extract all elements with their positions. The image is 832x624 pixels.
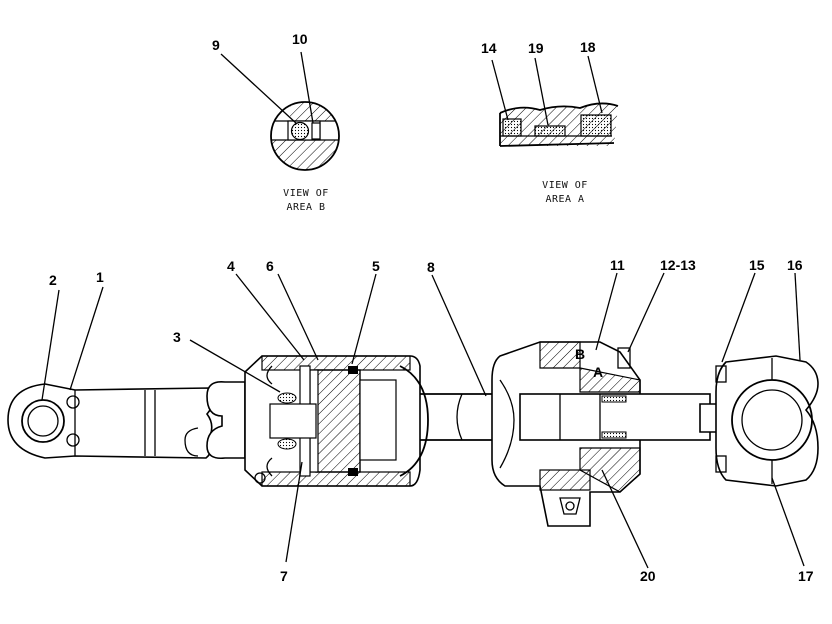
callout-10: 10 [292, 31, 308, 47]
piston-section: 3 4 6 5 7 [173, 258, 429, 584]
callout-9: 9 [212, 37, 220, 53]
callout-3: 3 [173, 329, 181, 345]
seal-14 [502, 118, 522, 137]
callout-5: 5 [372, 258, 380, 274]
detail-view-area-b: 9 10 VIEW OF AREA B [212, 31, 340, 213]
cap-end-assembly: 15 16 17 [699, 257, 819, 584]
callout-1: 1 [96, 269, 104, 285]
seal-18 [580, 114, 612, 137]
callout-18: 18 [580, 39, 596, 55]
callout-2: 2 [49, 272, 57, 288]
caption-view-b-line1: VIEW OF [283, 188, 329, 199]
o-ring-9 [290, 121, 310, 141]
caption-view-a-line2: AREA A [545, 194, 584, 205]
caption-view-a-line1: VIEW OF [542, 180, 588, 191]
detail-view-area-a: 14 19 18 VIEW OF AREA A [481, 39, 619, 205]
callout-19: 19 [528, 40, 544, 56]
callout-6: 6 [266, 258, 274, 274]
caption-view-b-line2: AREA B [286, 202, 325, 213]
callout-7: 7 [280, 568, 288, 584]
cylinder-head-section: B A 11 12-13 20 [491, 257, 711, 584]
callout-17: 17 [798, 568, 814, 584]
wear-ring-19 [534, 125, 566, 137]
callout-8: 8 [427, 259, 435, 275]
area-mark-a: A [593, 364, 603, 380]
callout-20: 20 [640, 568, 656, 584]
callout-15: 15 [749, 257, 765, 273]
bearing-bore-2 [27, 405, 59, 437]
area-mark-b: B [575, 346, 585, 362]
backup-ring-10 [311, 122, 321, 140]
callout-4: 4 [227, 258, 235, 274]
callout-16: 16 [787, 257, 803, 273]
callout-14: 14 [481, 40, 497, 56]
callout-12-13: 12-13 [660, 257, 696, 273]
rod-eye-assembly: 2 1 [7, 269, 214, 459]
callout-11: 11 [610, 257, 625, 273]
